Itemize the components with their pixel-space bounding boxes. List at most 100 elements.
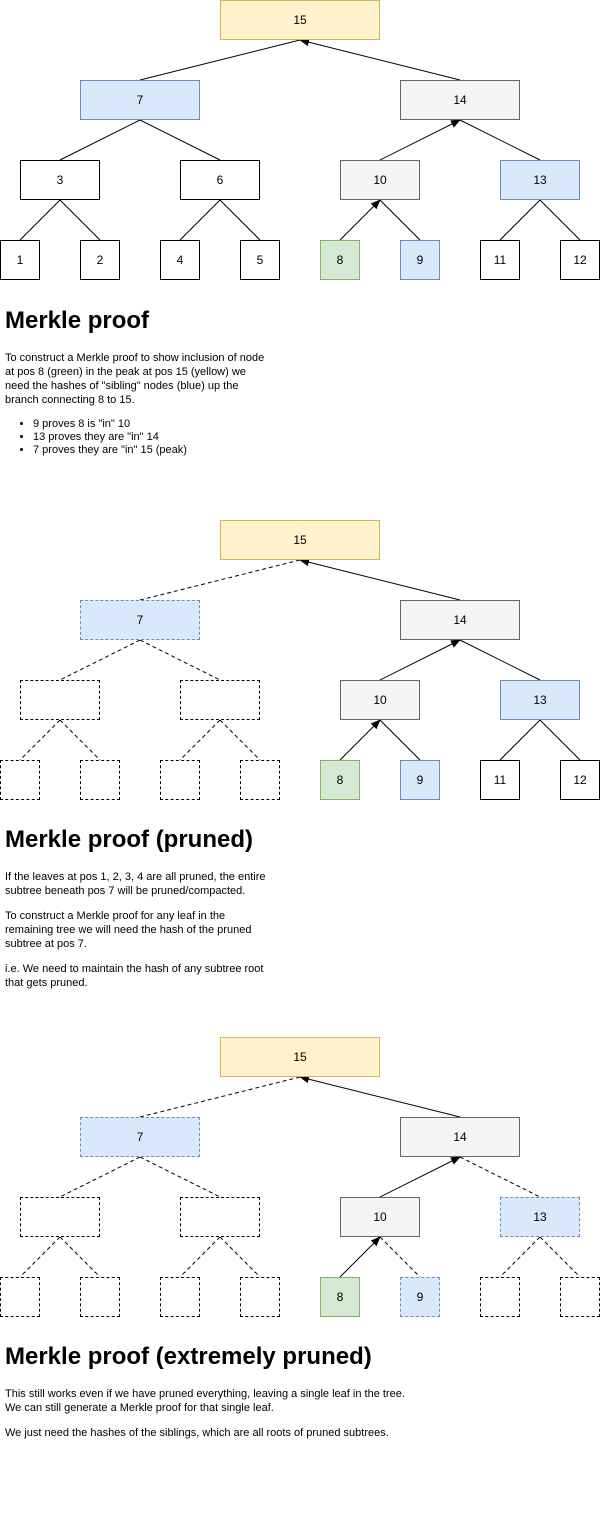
edge-10-9 bbox=[379, 719, 421, 761]
edge-6-5 bbox=[219, 1236, 261, 1278]
tree-node-pos-8: 8 bbox=[320, 240, 360, 280]
tree-node-pos-1 bbox=[0, 1277, 40, 1317]
tree-node-pos-12 bbox=[560, 1277, 600, 1317]
tree-node-pos-3 bbox=[20, 1197, 100, 1237]
tree-node-pos-3: 3 bbox=[20, 160, 100, 200]
tree-node-pos-15: 15 bbox=[220, 1037, 380, 1077]
section-heading: Merkle proof (pruned) bbox=[5, 826, 254, 853]
edge-15-14 bbox=[299, 38, 461, 81]
edge-13-11 bbox=[499, 719, 541, 761]
tree-node-pos-11: 11 bbox=[480, 760, 520, 800]
edge-7-3 bbox=[59, 119, 141, 161]
tree-node-pos-13: 13 bbox=[500, 1197, 580, 1237]
tree-node-pos-1: 1 bbox=[0, 240, 40, 280]
edge-10-8 bbox=[339, 719, 381, 761]
edge-7-6 bbox=[139, 639, 221, 681]
tree-node-pos-4 bbox=[160, 1277, 200, 1317]
tree-node-pos-12: 12 bbox=[560, 240, 600, 280]
edge-15-7 bbox=[139, 1076, 301, 1118]
section-paragraph: To construct a Merkle proof for any leaf… bbox=[5, 910, 252, 950]
tree-node-pos-2 bbox=[80, 1277, 120, 1317]
tree-node-pos-9: 9 bbox=[400, 1277, 440, 1317]
edge-3-1 bbox=[19, 719, 61, 761]
edge-6-4 bbox=[179, 1236, 221, 1278]
edge-6-5 bbox=[219, 199, 261, 241]
proof-bullet-list: 9 proves 8 is "in" 10 13 proves they are… bbox=[5, 418, 270, 457]
edge-7-3 bbox=[59, 1156, 141, 1198]
tree-node-pos-2 bbox=[80, 760, 120, 800]
tree-node-pos-7: 7 bbox=[80, 600, 200, 640]
section-paragraph: We just need the hashes of the siblings,… bbox=[5, 1427, 389, 1439]
edge-10-9 bbox=[379, 199, 421, 241]
edge-3-2 bbox=[59, 199, 101, 241]
tree-edges bbox=[19, 1075, 581, 1278]
edge-7-6 bbox=[139, 1156, 221, 1198]
edge-10-8 bbox=[339, 1236, 381, 1278]
edge-13-11 bbox=[499, 199, 541, 241]
section-heading: Merkle proof bbox=[5, 307, 150, 334]
edge-7-3 bbox=[59, 639, 141, 681]
tree-node-pos-5 bbox=[240, 1277, 280, 1317]
edge-14-10 bbox=[379, 119, 461, 161]
tree-node-pos-2: 2 bbox=[80, 240, 120, 280]
edge-6-4 bbox=[179, 719, 221, 761]
tree-node-pos-13: 13 bbox=[500, 160, 580, 200]
tree-edges bbox=[19, 38, 581, 241]
tree-node-pos-15: 15 bbox=[220, 520, 380, 560]
tree-node-pos-8: 8 bbox=[320, 1277, 360, 1317]
edge-14-10 bbox=[379, 639, 461, 681]
edge-15-7 bbox=[139, 559, 301, 601]
edge-10-8 bbox=[339, 199, 381, 241]
edge-13-12 bbox=[539, 1236, 581, 1278]
proof-bullet: 7 proves they are "in" 15 (peak) bbox=[33, 444, 270, 457]
tree-node-pos-10: 10 bbox=[340, 680, 420, 720]
tree-node-pos-7: 7 bbox=[80, 1117, 200, 1157]
edge-13-11 bbox=[499, 1236, 541, 1278]
edge-6-4 bbox=[179, 199, 221, 241]
tree-node-pos-10: 10 bbox=[340, 160, 420, 200]
tree-node-pos-6: 6 bbox=[180, 160, 260, 200]
tree-node-pos-14: 14 bbox=[400, 600, 520, 640]
section-merkle-proof-pruned: Merkle proof (pruned) If the leaves at p… bbox=[5, 826, 270, 1001]
tree-node-pos-4 bbox=[160, 760, 200, 800]
section-merkle-proof-extremely-pruned: Merkle proof (extremely pruned) This sti… bbox=[5, 1343, 420, 1451]
section-merkle-proof: Merkle proof To construct a Merkle proof… bbox=[5, 307, 270, 457]
tree-node-pos-3 bbox=[20, 680, 100, 720]
edge-3-1 bbox=[19, 199, 61, 241]
edge-7-6 bbox=[139, 119, 221, 161]
tree-node-pos-6 bbox=[180, 1197, 260, 1237]
tree-node-pos-9: 9 bbox=[400, 760, 440, 800]
section-paragraph: This still works even if we have pruned … bbox=[5, 1388, 405, 1414]
section-paragraph: To construct a Merkle proof to show incl… bbox=[5, 352, 265, 406]
edge-13-12 bbox=[539, 719, 581, 761]
edge-14-10 bbox=[379, 1156, 461, 1198]
edge-15-14 bbox=[299, 1075, 461, 1118]
edge-3-1 bbox=[19, 1236, 61, 1278]
section-heading: Merkle proof (extremely pruned) bbox=[5, 1343, 372, 1370]
section-paragraph: i.e. We need to maintain the hash of any… bbox=[5, 963, 264, 989]
edge-14-13 bbox=[459, 119, 541, 161]
edge-14-13 bbox=[459, 1156, 541, 1198]
tree-node-pos-14: 14 bbox=[400, 1117, 520, 1157]
tree-node-pos-11 bbox=[480, 1277, 520, 1317]
proof-bullet: 9 proves 8 is "in" 10 bbox=[33, 418, 270, 431]
edge-13-12 bbox=[539, 199, 581, 241]
edge-15-7 bbox=[139, 39, 301, 81]
proof-bullet: 13 proves they are "in" 14 bbox=[33, 431, 270, 444]
edge-3-2 bbox=[59, 1236, 101, 1278]
tree-node-pos-4: 4 bbox=[160, 240, 200, 280]
tree-node-pos-12: 12 bbox=[560, 760, 600, 800]
tree-node-pos-15: 15 bbox=[220, 0, 380, 40]
tree-node-pos-9: 9 bbox=[400, 240, 440, 280]
tree-node-pos-5 bbox=[240, 760, 280, 800]
tree-node-pos-11: 11 bbox=[480, 240, 520, 280]
edge-6-5 bbox=[219, 719, 261, 761]
tree-node-pos-10: 10 bbox=[340, 1197, 420, 1237]
tree-node-pos-14: 14 bbox=[400, 80, 520, 120]
section-paragraph: If the leaves at pos 1, 2, 3, 4 are all … bbox=[5, 871, 266, 897]
edge-14-13 bbox=[459, 639, 541, 681]
edge-3-2 bbox=[59, 719, 101, 761]
tree-edges bbox=[19, 558, 581, 761]
